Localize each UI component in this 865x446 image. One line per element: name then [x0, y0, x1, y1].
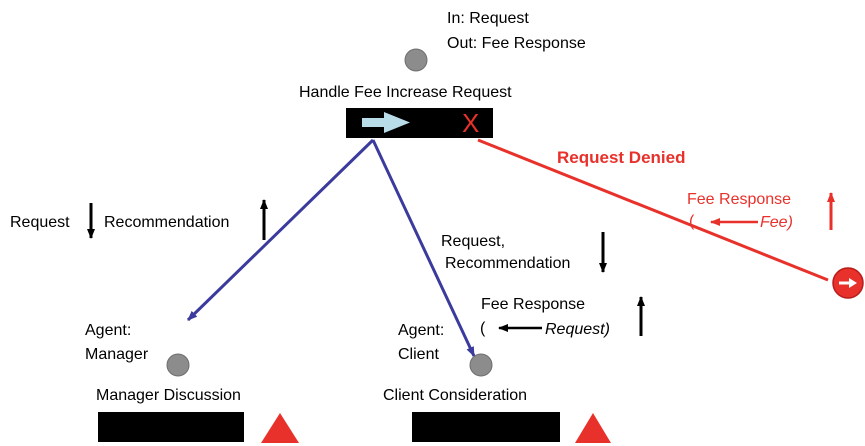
client-node-circle — [469, 353, 493, 377]
client-agent-name: Client — [398, 346, 439, 363]
end-event-icon — [832, 267, 864, 299]
left-recommendation-label: Recommendation — [104, 214, 229, 231]
client-task-label: Client Consideration — [383, 387, 527, 404]
denied-fee-label: Fee) — [760, 214, 793, 231]
client-warning-icon — [575, 413, 611, 443]
client-task-bar[interactable] — [412, 412, 560, 442]
mid-recommendation-label: Recommendation — [445, 255, 570, 272]
denied-fee-response-label: Fee Response — [687, 191, 791, 208]
manager-node-circle — [166, 353, 190, 377]
denied-open-paren: ( — [689, 213, 695, 230]
mid-request-italic-label: Request) — [545, 321, 610, 338]
input-label: In: Request — [447, 10, 529, 27]
left-request-label: Request — [10, 214, 70, 231]
manager-agent-label: Agent: — [85, 322, 131, 339]
mid-request-label: Request, — [441, 233, 505, 250]
edge-to-client — [371, 139, 476, 357]
manager-agent-name: Manager — [85, 346, 149, 363]
edge-to-manager — [186, 138, 375, 322]
mid-open-paren: ( — [480, 320, 486, 337]
client-agent-label: Agent: — [398, 322, 444, 339]
right-arrow-icon — [362, 112, 410, 133]
top-task-label: Handle Fee Increase Request — [299, 84, 512, 101]
manager-task-label: Manager Discussion — [96, 387, 241, 404]
manager-task-bar[interactable] — [98, 412, 244, 442]
output-label: Out: Fee Response — [447, 35, 586, 52]
request-denied-label: Request Denied — [557, 148, 685, 167]
top-node-circle — [404, 48, 428, 72]
manager-warning-icon — [261, 413, 299, 443]
mid-fee-response-label: Fee Response — [481, 296, 585, 313]
cancel-icon: X — [462, 108, 479, 138]
edge-request-denied — [477, 138, 829, 282]
